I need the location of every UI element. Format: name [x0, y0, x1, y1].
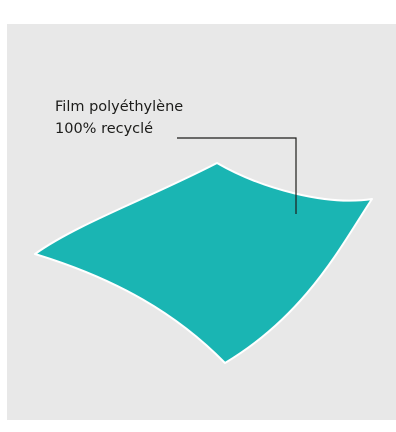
illustration-svg	[7, 24, 396, 420]
illustration-panel: Film polyéthylène 100% recyclé	[7, 24, 396, 420]
film-sheet-shape	[34, 162, 373, 364]
leader-line	[177, 137, 297, 214]
film-label-line-1: Film polyéthylène	[55, 99, 184, 115]
film-label-line-2: 100% recyclé	[55, 121, 154, 137]
film-label: Film polyéthylène 100% recyclé	[55, 96, 183, 140]
